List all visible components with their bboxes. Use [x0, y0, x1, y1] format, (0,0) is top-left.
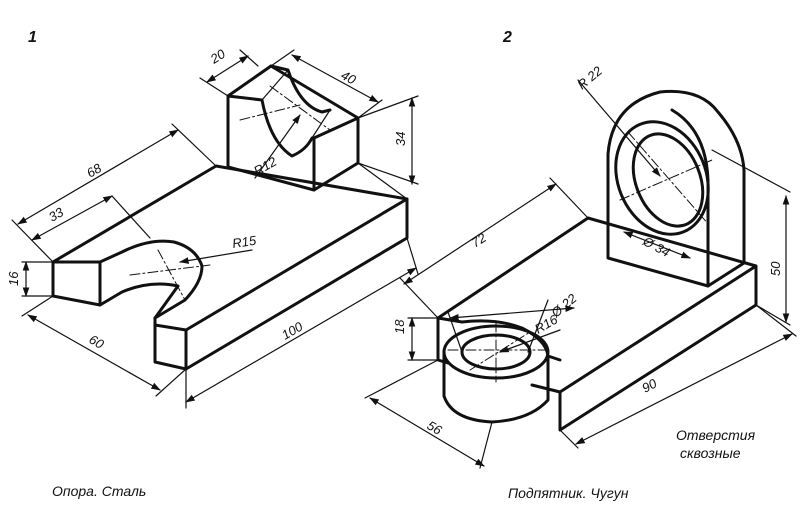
fig1-block-edge [312, 116, 360, 192]
fig1-dim-100: 100 [279, 318, 306, 342]
fig2-dimensions: R 22 Ø 34 72 50 Ø 22 R16 18 [364, 63, 797, 469]
fig1-dim-20-line [206, 55, 249, 83]
fig2-ear-hole-inner [631, 132, 705, 228]
fig1-dim-34: 34 [393, 132, 408, 146]
fig2-dim-56: 56 [425, 418, 446, 439]
fig1-dim-100-line [185, 267, 417, 403]
fig1-front-arc [226, 94, 316, 158]
figure-2-note-line-2: сквозные [680, 445, 741, 461]
fig1-dim-33-line [31, 195, 113, 241]
figure-1-number: 1 [28, 29, 37, 46]
figure-2-note-line-1: Отверстия [676, 427, 756, 443]
fig2-dim-18: 18 [392, 319, 407, 334]
fig1-dim-r15: R15 [231, 233, 257, 251]
fig2-dim-d34-line [623, 231, 691, 259]
fig1-dim-r15-leader [179, 249, 253, 264]
fig1-left-prong-front [51, 260, 102, 307]
fig1-block-base-join [357, 162, 408, 200]
fig1-upper-block [226, 64, 408, 200]
fig1-dim-60: 60 [87, 332, 108, 353]
fig2-dim-50: 50 [768, 261, 783, 276]
figure-2-number: 2 [502, 29, 512, 46]
fig1-dim-r12-leader [254, 114, 301, 179]
fig1-dim-33: 33 [46, 204, 67, 225]
figure-1-caption: Опора. Сталь [52, 483, 146, 499]
fig1-base-side-face [184, 197, 409, 371]
fig2-ear-outline [606, 89, 746, 288]
fig1-dim-40: 40 [339, 67, 359, 87]
fig2-dim-r16-leader [499, 329, 561, 353]
fig2-dim-d22-line [449, 305, 575, 321]
fig2-dim-d34: Ø 34 [640, 233, 673, 260]
fig2-dim-56-line [369, 397, 485, 467]
fig2-dim-90-line [575, 333, 793, 445]
fig1-dim-40-line [291, 54, 379, 103]
fig1-base-top-face [51, 164, 409, 332]
fig2-dim-72: 72 [468, 230, 489, 251]
fig1-dim-68-line [17, 129, 179, 225]
fig2-dim-r22: R 22 [574, 63, 605, 93]
figure-1-support: 1 20 40 [6, 29, 419, 499]
fig2-dim-72-line [403, 183, 557, 285]
figure-2-caption: Подпятник. Чугун [508, 485, 629, 501]
fig2-center-lines [447, 131, 713, 383]
fig1-dim-16: 16 [6, 271, 21, 286]
fig1-dim-20: 20 [207, 46, 229, 67]
figure-2-thrust-bearing: 2 R 22 Ø 34 [364, 29, 797, 501]
fig1-center-lines [129, 85, 331, 301]
fig1-dim-68: 68 [84, 160, 105, 181]
fig1-dim-60-line [27, 314, 161, 391]
fig2-dim-r22-leader [577, 79, 661, 177]
